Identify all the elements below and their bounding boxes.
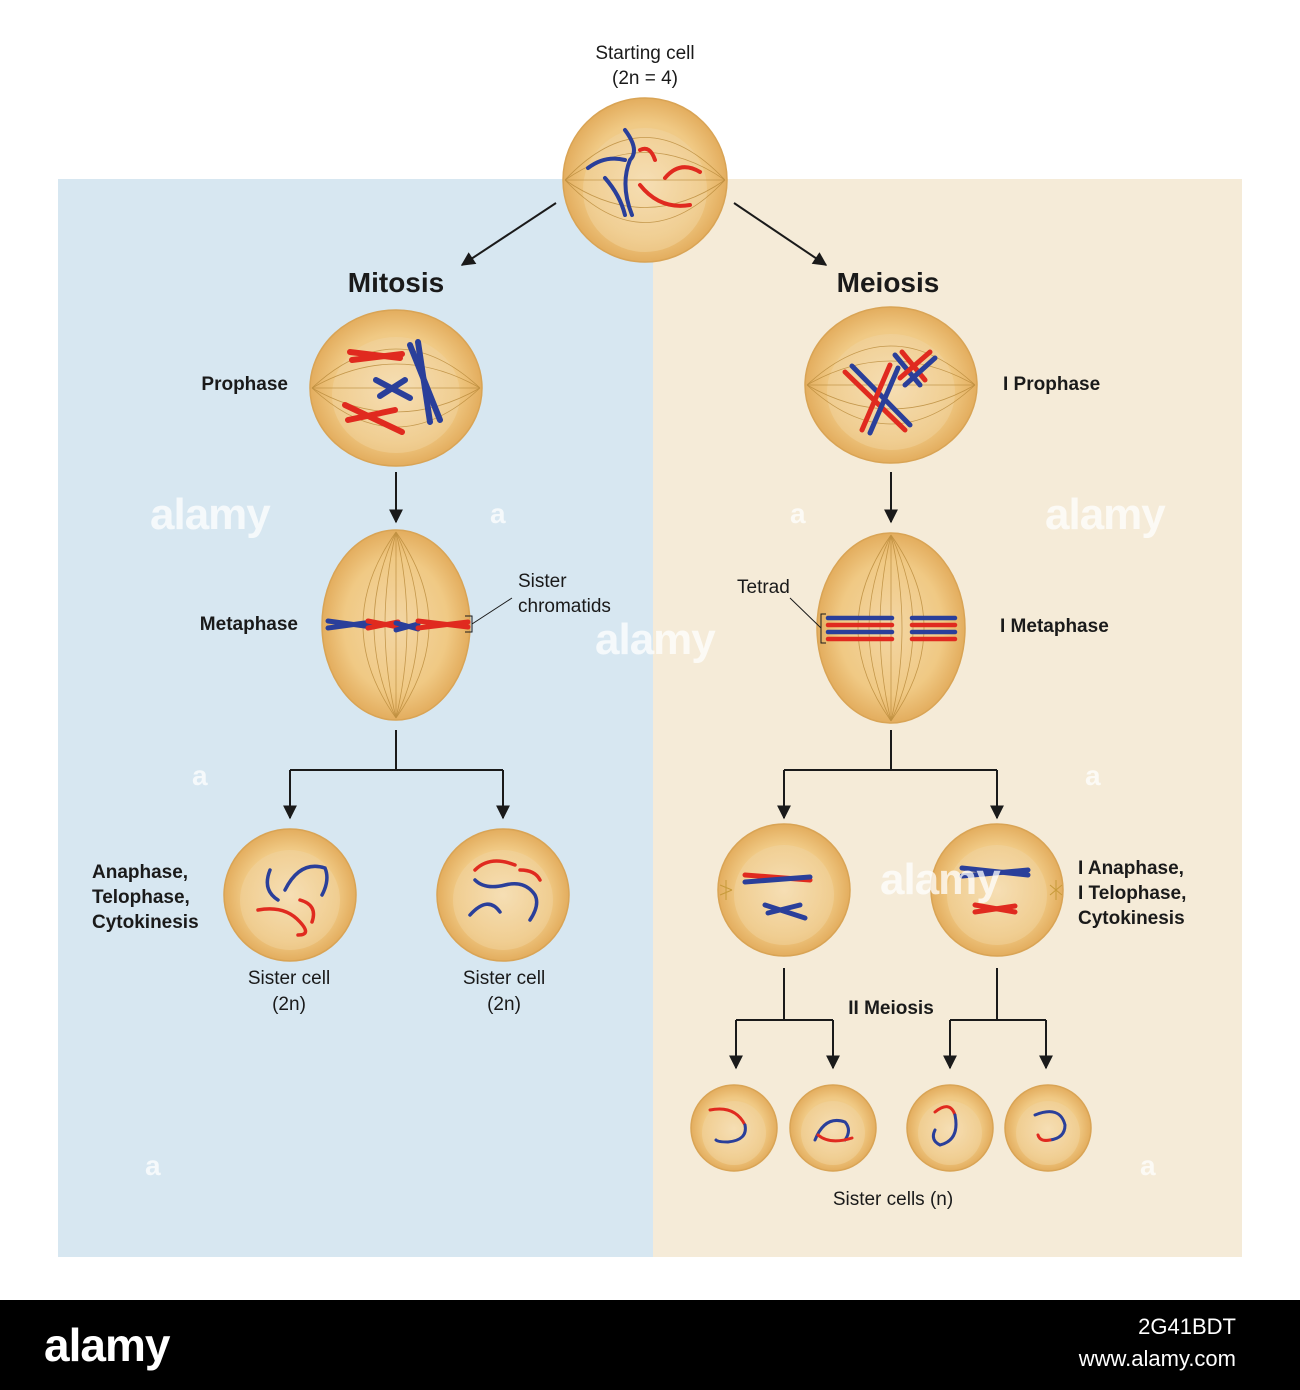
mitosis-metaphase-cell (321, 529, 513, 721)
meiosis-anaphase-label-1: I Anaphase, (1078, 858, 1184, 879)
meiosis-prophase-cell (804, 306, 978, 464)
mitosis-title: Mitosis (347, 267, 445, 298)
watermark: alamy (150, 490, 271, 539)
arrow-to-mitosis (460, 202, 557, 266)
meiosis-anaphase-cell-right (930, 823, 1064, 957)
watermark-small: a (1085, 760, 1101, 791)
starting-cell-ploidy: (2n = 4) (611, 68, 679, 89)
mitosis-metaphase-label: Metaphase (199, 614, 298, 635)
tetrad-label: Tetrad (737, 577, 790, 598)
sister-cell-label-left: Sister cell (247, 968, 331, 989)
mitosis-split-line (290, 730, 503, 771)
meiosis-metaphase-cell (789, 532, 966, 724)
meiosis-anaphase-label-2: I Telophase, (1078, 883, 1187, 904)
watermark: alamy (1045, 490, 1166, 539)
cell-division-diagram (223, 97, 1092, 1172)
watermark: alamy (880, 855, 1001, 904)
watermark-small: a (790, 498, 806, 529)
watermark-small: a (192, 760, 208, 791)
footer-url: www.alamy.com (1078, 1346, 1236, 1371)
meiosis-ii-split-left (736, 968, 833, 1021)
watermark-small: a (1140, 1150, 1156, 1181)
watermark-small: a (490, 498, 506, 529)
flow-arrows (283, 202, 1053, 1070)
mitosis-anaphase-label-3: Cytokinesis (92, 912, 199, 933)
footer-logo: alamy (44, 1319, 170, 1371)
starting-cell-label: Starting cell (595, 43, 695, 64)
sister-cells-haploid-label: Sister cells (n) (832, 1189, 954, 1210)
footer-bar: alamy 2G41BDT www.alamy.com (0, 1300, 1300, 1390)
meiosis-ii-cell-4 (1004, 1084, 1092, 1172)
meiosis-ii-cell-3 (906, 1084, 994, 1172)
meiosis-ii-split-right (950, 968, 1046, 1021)
mitosis-sister-cell-right (436, 828, 570, 962)
meiosis-metaphase-label: I Metaphase (1000, 616, 1109, 637)
sister-cell-ploidy-left: (2n) (272, 994, 306, 1015)
mitosis-prophase-cell (309, 309, 483, 467)
meiosis-prophase-label: I Prophase (1003, 374, 1101, 395)
sister-cell-ploidy-right: (2n) (487, 994, 521, 1015)
watermark-small: a (145, 1150, 161, 1181)
meiosis-title: Meiosis (836, 267, 940, 298)
meiosis-ii-cell-2 (789, 1084, 877, 1172)
mitosis-prophase-label: Prophase (201, 374, 288, 395)
starting-cell (562, 97, 728, 263)
meiosis-anaphase-label-3: Cytokinesis (1078, 908, 1185, 929)
sister-chromatids-label-1: Sister (518, 571, 567, 592)
meiosis-ii-label: II Meiosis (848, 998, 934, 1019)
mitosis-anaphase-label-1: Anaphase, (92, 862, 189, 883)
sister-cell-label-right: Sister cell (462, 968, 546, 989)
mitosis-sister-cell-left (223, 828, 357, 962)
watermark: alamy (595, 615, 716, 664)
arrow-to-meiosis (733, 202, 828, 266)
sister-chromatids-label-2: chromatids (518, 596, 611, 617)
mitosis-anaphase-label-2: Telophase, (92, 887, 190, 908)
meiosis-anaphase-cell-left (717, 823, 851, 957)
footer-image-id: 2G41BDT (1138, 1314, 1236, 1339)
meiosis-split-line (784, 730, 997, 771)
meiosis-ii-cell-1 (690, 1084, 778, 1172)
